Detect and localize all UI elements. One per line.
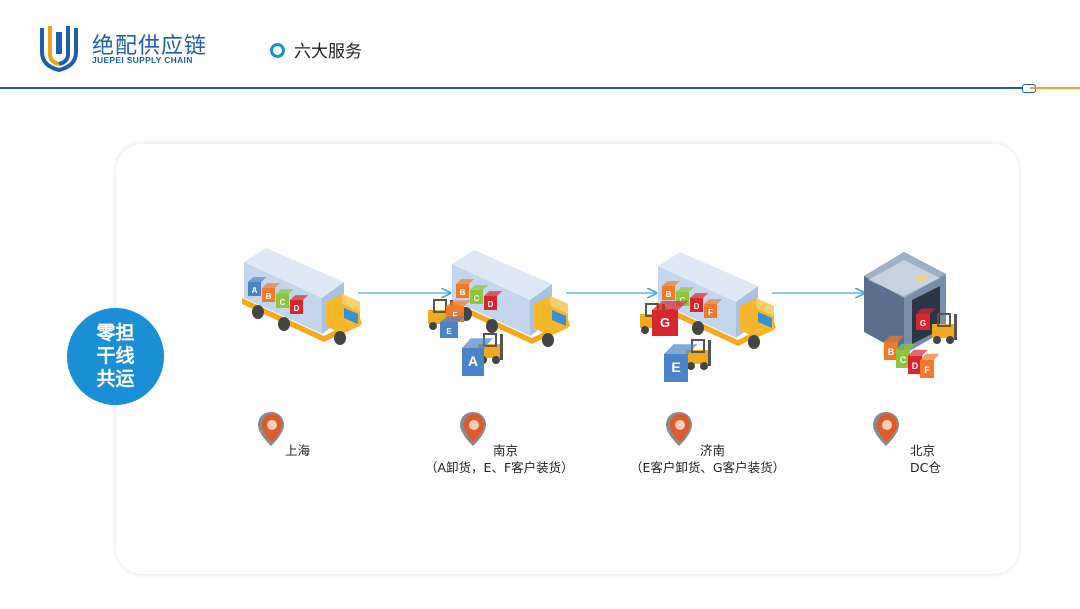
svg-text:C: C bbox=[900, 355, 907, 365]
stop-note-beijing: DC仓 bbox=[910, 460, 941, 475]
svg-text:G: G bbox=[920, 319, 926, 328]
logo-english-name: JUEPEI SUPPLY CHAIN bbox=[92, 55, 193, 65]
service-badge: 零担 干线 共运 bbox=[67, 308, 164, 405]
location-pin-icon bbox=[873, 412, 899, 446]
svg-text:A: A bbox=[468, 353, 478, 369]
cargo-crate-f: F bbox=[920, 353, 940, 378]
cargo-crate-f: F bbox=[704, 299, 723, 318]
svg-text:B: B bbox=[888, 347, 895, 357]
stop-city-beijing: 北京 bbox=[910, 443, 936, 458]
logo-chinese-name: 绝配供应链 bbox=[92, 34, 208, 59]
cargo-crate-d: D bbox=[290, 295, 309, 314]
cargo-crate-d: D bbox=[690, 293, 709, 312]
route-panel bbox=[116, 144, 1019, 574]
cargo-crate-g: G bbox=[652, 300, 689, 336]
truck-nanjing: BCD bbox=[450, 250, 570, 347]
juepei-logo-icon bbox=[40, 26, 78, 72]
cargo-crate-d: D bbox=[908, 349, 928, 374]
divider-accent bbox=[1030, 87, 1080, 89]
badge-line-1: 零担 bbox=[96, 322, 135, 344]
svg-text:C: C bbox=[474, 294, 480, 303]
svg-text:B: B bbox=[266, 292, 272, 301]
cargo-crate-d: D bbox=[484, 291, 503, 310]
svg-text:C: C bbox=[280, 298, 286, 307]
svg-text:F: F bbox=[453, 311, 458, 320]
cargo-crate-a: A bbox=[462, 338, 493, 376]
cargo-crate-b: B bbox=[884, 335, 904, 360]
svg-text:D: D bbox=[694, 302, 700, 311]
svg-text:B: B bbox=[460, 288, 466, 297]
badge-line-3: 共运 bbox=[96, 368, 135, 390]
svg-text:A: A bbox=[252, 286, 258, 295]
svg-text:F: F bbox=[924, 365, 930, 375]
section-bullet-icon bbox=[270, 43, 285, 58]
badge-line-2: 干线 bbox=[96, 345, 135, 367]
cargo-crate-g: G bbox=[916, 308, 936, 330]
cargo-crate-a: A bbox=[248, 277, 267, 296]
location-pin-icon bbox=[460, 412, 486, 446]
svg-text:E: E bbox=[671, 359, 680, 375]
location-pin-icon bbox=[666, 412, 692, 446]
stop-city-nanjing: 南京 bbox=[493, 443, 519, 458]
stop-city-jinan: 济南 bbox=[700, 443, 726, 458]
location-pin-icon bbox=[258, 412, 284, 446]
cargo-crate-b: B bbox=[662, 281, 681, 300]
stop-city-shanghai: 上海 bbox=[285, 443, 311, 458]
svg-text:D: D bbox=[488, 300, 494, 309]
svg-text:C: C bbox=[680, 296, 686, 305]
svg-text:B: B bbox=[666, 290, 672, 299]
cargo-crate-e: E bbox=[664, 344, 698, 382]
stop-note-nanjing: （A卸货，E、F客户装货） bbox=[425, 460, 574, 475]
svg-text:D: D bbox=[294, 304, 300, 313]
cargo-crate-c: C bbox=[896, 343, 916, 368]
svg-text:E: E bbox=[446, 327, 452, 336]
cargo-crate-b: B bbox=[456, 279, 475, 298]
header: 绝配供应链 JUEPEI SUPPLY CHAIN 六大服务 bbox=[0, 0, 1080, 93]
svg-text:G: G bbox=[660, 315, 670, 330]
stop-note-jinan: （E客户卸货、G客户装货） bbox=[630, 460, 786, 475]
header-divider bbox=[0, 87, 1030, 89]
cargo-crate-b: B bbox=[262, 283, 281, 302]
cargo-crate-c: C bbox=[276, 289, 295, 308]
cargo-crate-e: E bbox=[440, 316, 466, 338]
section-title: 六大服务 bbox=[294, 42, 362, 62]
svg-text:D: D bbox=[912, 361, 919, 371]
svg-text:F: F bbox=[708, 308, 713, 317]
cargo-crate-c: C bbox=[470, 285, 489, 304]
